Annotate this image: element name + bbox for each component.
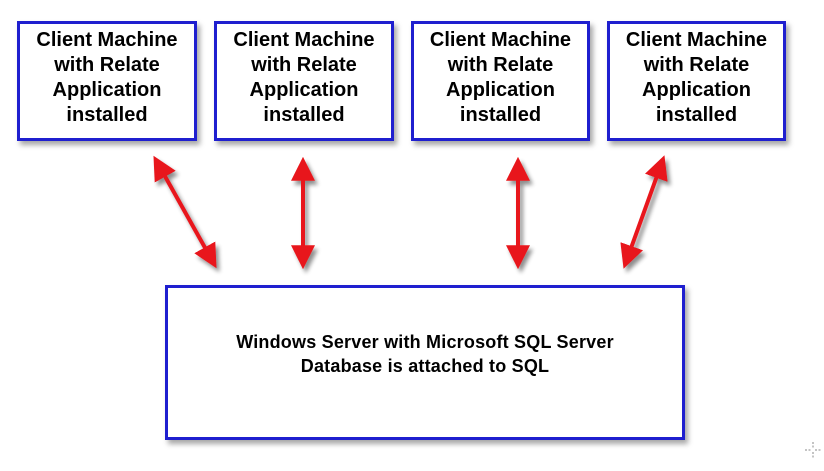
crosshair-cursor-icon [805,442,821,458]
sql-server-label: Windows Server with Microsoft SQL Server… [236,331,614,376]
client-machine-box-2: Client Machine with Relate Application i… [214,21,394,141]
client-machine-box-3: Client Machine with Relate Application i… [411,21,590,141]
client-machine-label: Client Machine with Relate Application i… [233,29,375,126]
sql-server-box: Windows Server with Microsoft SQL Server… [165,285,685,440]
client-machine-label: Client Machine with Relate Application i… [36,29,178,126]
client-machine-label: Client Machine with Relate Application i… [625,29,768,126]
client-machine-label: Client Machine with Relate Application i… [429,29,572,126]
client-machine-box-1: Client Machine with Relate Application i… [17,21,197,141]
arrow-client-4-server [620,155,668,269]
arrow-client-1-server [153,155,217,269]
client-machine-box-4: Client Machine with Relate Application i… [607,21,786,141]
